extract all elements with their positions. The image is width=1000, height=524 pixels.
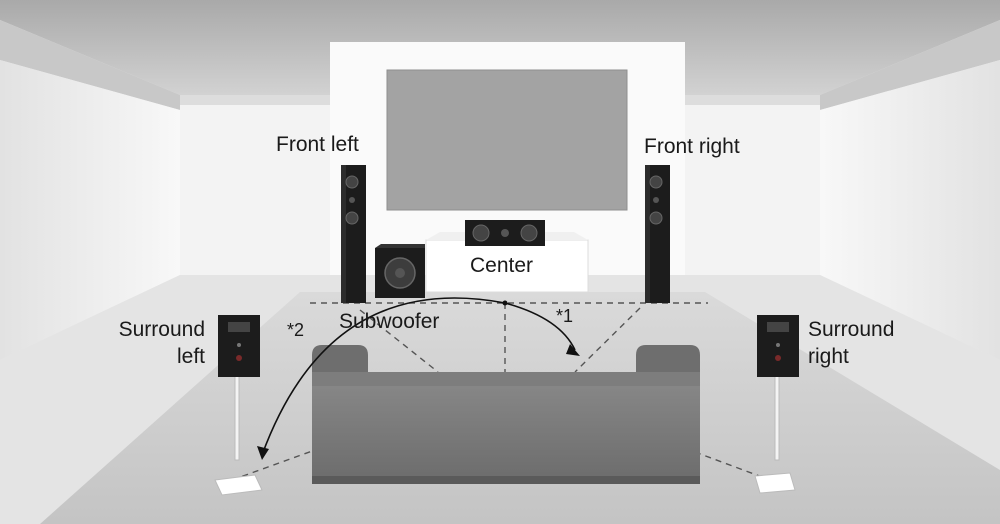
center-speaker xyxy=(465,220,545,246)
arrowhead-1 xyxy=(566,344,580,356)
sofa xyxy=(312,345,700,484)
subwoofer-label: Subwoofer xyxy=(339,310,440,333)
surround-left-label-line1: Surround xyxy=(118,318,205,341)
right-wall xyxy=(820,60,1000,360)
front-right-label: Front right xyxy=(644,135,740,158)
angle-marker-1: *1 xyxy=(556,306,574,326)
left-wall xyxy=(0,60,180,360)
center-label: Center xyxy=(470,254,534,277)
angle-marker-2: *2 xyxy=(287,320,305,340)
front-left-speaker xyxy=(341,165,366,303)
surround-right-speaker xyxy=(754,315,799,494)
arrowhead-2 xyxy=(257,446,269,460)
angle-arcs xyxy=(261,297,576,456)
subwoofer-speaker xyxy=(375,244,425,298)
front-right-speaker xyxy=(645,165,670,303)
surround-left-label-line2: left xyxy=(176,345,205,368)
surround-right-label-line2: right xyxy=(808,345,849,368)
surround-left-speaker xyxy=(214,315,263,496)
projection-screen xyxy=(386,69,628,211)
surround-right-label-line1: Surround xyxy=(808,318,895,341)
front-left-label: Front left xyxy=(276,133,359,156)
